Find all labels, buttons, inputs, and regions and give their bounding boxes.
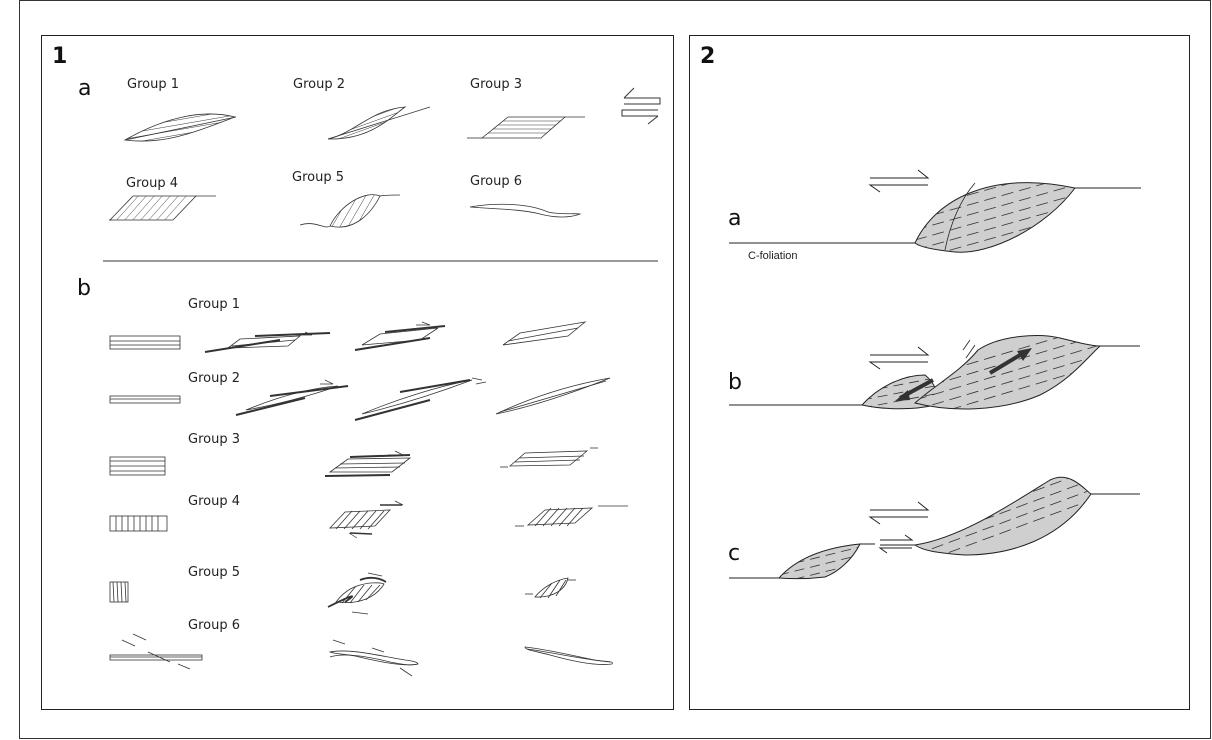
- shape-1b-group6: [110, 634, 612, 676]
- shear-sense-icon: [622, 88, 660, 124]
- shape-1a-group5: [300, 192, 400, 230]
- shape-1b-group4: [110, 501, 628, 538]
- shape-1a-group3: [467, 117, 585, 138]
- shape-1b-group2: [110, 378, 610, 420]
- shape-1a-group1: [125, 110, 236, 149]
- shear-sense-icon: [870, 170, 928, 192]
- diagram-2a: [729, 165, 1141, 260]
- shape-1b-group5: [110, 573, 576, 614]
- shape-1b-group1: [110, 322, 585, 352]
- shape-1a-group4: [109, 194, 216, 222]
- shape-1b-group3: [110, 448, 598, 476]
- diagram-2c: [729, 460, 1140, 583]
- shape-1a-group6: [470, 204, 580, 217]
- shear-sense-icon: [870, 347, 928, 369]
- shape-1a-group2: [328, 105, 430, 147]
- diagram-2b: [729, 325, 1140, 420]
